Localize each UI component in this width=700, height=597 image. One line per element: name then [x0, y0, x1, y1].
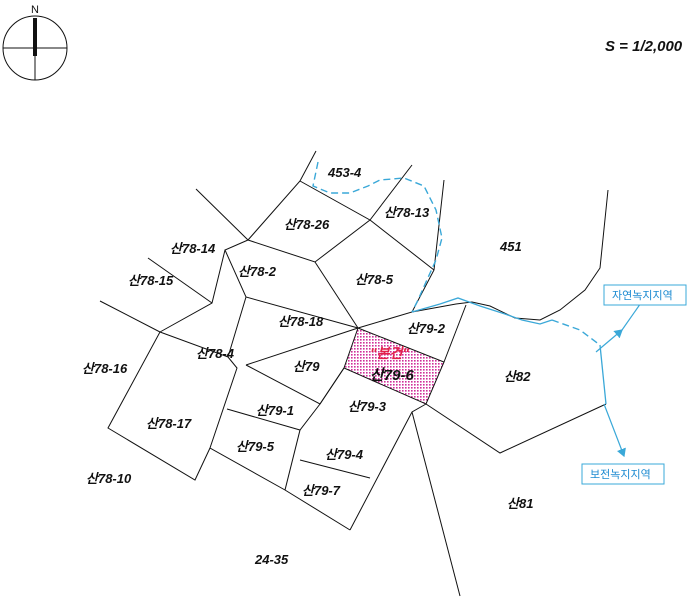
- parcel-label: 산78-13: [384, 205, 430, 220]
- parcel-label: 산82: [504, 369, 531, 384]
- zoning-boundary: [312, 161, 607, 405]
- parcel-label: 산78-5: [355, 272, 394, 287]
- subject-parcel-label: 산79-6: [370, 367, 414, 384]
- parcel-label: 산81: [507, 496, 533, 511]
- parcel-label: 산78-16: [82, 361, 128, 376]
- parcel-label: 산79-5: [236, 439, 275, 454]
- parcel-label: 산78-26: [284, 217, 330, 232]
- parcel-label: 산78-15: [128, 273, 174, 288]
- natural-zone-label-box: 자연녹지지역: [603, 284, 687, 306]
- conservation-zone-leader: [603, 403, 626, 458]
- parcel-label: 산79-1: [256, 403, 294, 418]
- subject-parcel-highlight: [343, 327, 445, 405]
- subject-note: "본건": [370, 345, 409, 361]
- parcel-labels: 453-4 산78-13 산78-26 451 산78-14 산78-2 산78…: [82, 165, 533, 567]
- parcel-label: 451: [499, 239, 522, 254]
- parcel-label: 산78-17: [146, 416, 192, 431]
- parcel-label: 24-35: [254, 552, 289, 567]
- conservation-zone-label: 보전녹지지역: [590, 468, 651, 481]
- map-scale: S = 1/2,000: [605, 38, 683, 55]
- parcel-label: 산79-3: [348, 399, 387, 414]
- north-letter: N: [31, 4, 39, 16]
- parcel-label: 산79: [293, 359, 320, 374]
- parcel-label: 산79-4: [325, 447, 364, 462]
- parcel-label: 453-4: [327, 165, 362, 180]
- parcel-label: 산78-18: [278, 314, 324, 329]
- parcel-boundaries: [99, 150, 609, 597]
- parcel-label: 산78-14: [170, 241, 216, 256]
- north-arrow: N: [2, 4, 68, 81]
- parcel-label: 산78-2: [238, 264, 277, 279]
- parcel-label: 산78-4: [196, 346, 235, 361]
- natural-zone-label: 자연녹지지역: [612, 289, 673, 302]
- parcel-label: 산79-2: [407, 321, 446, 336]
- parcel-label: 산79-7: [302, 483, 341, 498]
- conservation-zone-label-box: 보전녹지지역: [581, 463, 665, 485]
- parcel-label: 산78-10: [86, 471, 132, 486]
- natural-zone-leader: [595, 329, 623, 353]
